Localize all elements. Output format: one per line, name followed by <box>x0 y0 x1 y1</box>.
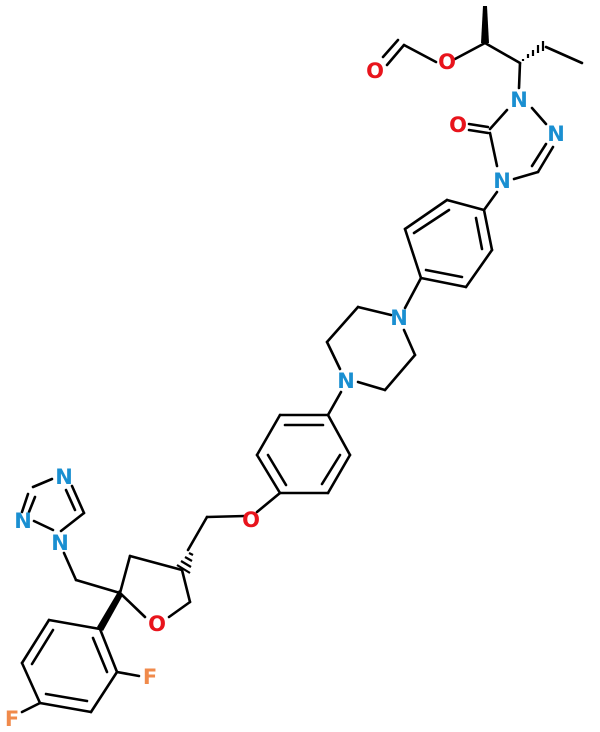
atom-n-triazole-4: N <box>55 465 73 489</box>
atom-n-triazolone-2: N <box>547 122 565 146</box>
atom-labels: O O N O N N N N O N N N O F F <box>5 50 565 731</box>
hash-bond-ethyl <box>521 41 545 61</box>
atom-o-thf: O <box>148 612 166 636</box>
wedge-bond-methyl <box>481 6 489 43</box>
atom-o-ether: O <box>242 508 260 532</box>
atom-o-formyl-carbonyl: O <box>366 59 384 83</box>
atom-n-triazolone-1: N <box>510 88 528 112</box>
atom-n-triazole-1: N <box>51 531 69 555</box>
hash-bond-thf <box>176 552 194 574</box>
wedge-bond-aryl <box>97 590 123 631</box>
atom-n-piperazine-bottom: N <box>337 369 355 393</box>
atom-o-triazolone: O <box>449 113 467 137</box>
atom-f-para: F <box>5 707 19 731</box>
atom-n-triazole-2: N <box>14 509 32 533</box>
atom-f-ortho: F <box>143 665 157 689</box>
atom-o-ester: O <box>438 50 456 74</box>
bond-lines <box>20 6 584 714</box>
atom-n-piperazine-top: N <box>390 306 408 330</box>
atom-n-triazolone-4: N <box>493 169 511 193</box>
